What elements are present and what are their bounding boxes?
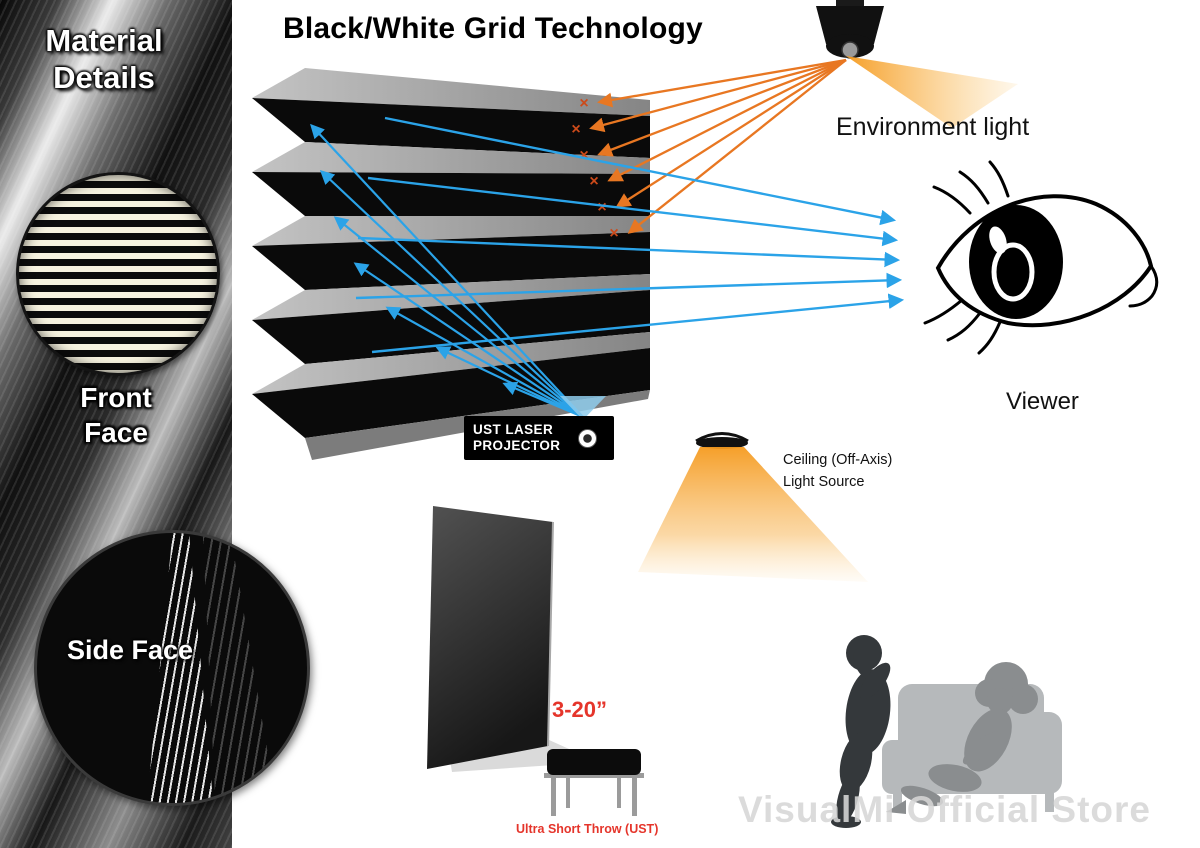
throw-distance-label: 3-20” (552, 697, 608, 722)
demo-screen-panel (427, 506, 553, 769)
reject-x-icon: × (589, 173, 598, 190)
ust-projector-label-line1: UST LASER (473, 421, 554, 437)
environment-light-label: Environment light (836, 113, 1030, 141)
reject-x-icon: × (579, 147, 588, 164)
ceiling-light-cone (638, 447, 868, 582)
ust-projector-label-line2: PROJECTOR (473, 438, 561, 453)
front-face-label: Front Face (80, 382, 152, 448)
ust-projector-label: UST LASER PROJECTOR (473, 422, 560, 454)
material-details-panel: Material Details Front Face (0, 0, 232, 848)
projector-stand (544, 773, 644, 816)
projector-rays-to-screen (310, 123, 584, 419)
ceiling-light-label-line2: Light Source (783, 474, 865, 491)
ceiling-light-label-line1: Ceiling (Off-Axis) (783, 452, 893, 468)
reject-x-icon: × (597, 199, 606, 216)
projector-lens-glow (560, 396, 606, 420)
reject-x-icon: × (579, 95, 588, 112)
reject-x-icon: × (609, 225, 618, 242)
side-face-label: Side Face (66, 635, 194, 665)
ust-throw-diagram (427, 506, 644, 816)
reject-x-icon: × (571, 121, 580, 138)
audience-silhouette (831, 635, 1062, 828)
environment-light-fixture (816, 0, 884, 59)
ultra-short-throw-label: Ultra Short Throw (UST) (516, 822, 659, 836)
woman-silhouette (886, 662, 1038, 814)
ust-laser-projector-box: UST LASER PROJECTOR (464, 416, 614, 460)
environment-light-cone (846, 56, 1018, 128)
store-watermark: VisualMi Official Store (738, 789, 1151, 830)
ust-demo-projector (547, 749, 641, 775)
viewer-eye-illustration (923, 160, 1159, 355)
reflected-rays-to-viewer (355, 116, 905, 354)
side-face-sample-image: Side Face (34, 530, 310, 806)
front-face-sample-image (16, 172, 220, 376)
eye-lashes (923, 160, 1159, 355)
eye-iris (969, 205, 1063, 319)
page-title: Black/White Grid Technology (283, 12, 703, 45)
man-silhouette (831, 635, 891, 828)
fixture-lens (841, 41, 859, 59)
rejected-light-marks: × × × × × × (571, 95, 618, 242)
environment-light-rays (589, 58, 847, 234)
viewer-label: Viewer (1006, 388, 1079, 415)
projector-lens-icon (578, 429, 597, 448)
ceiling-off-axis-light (638, 432, 868, 582)
material-details-title: Material Details (45, 23, 163, 96)
ceiling-light-label: Ceiling (Off-Axis) Light Source (783, 449, 892, 494)
